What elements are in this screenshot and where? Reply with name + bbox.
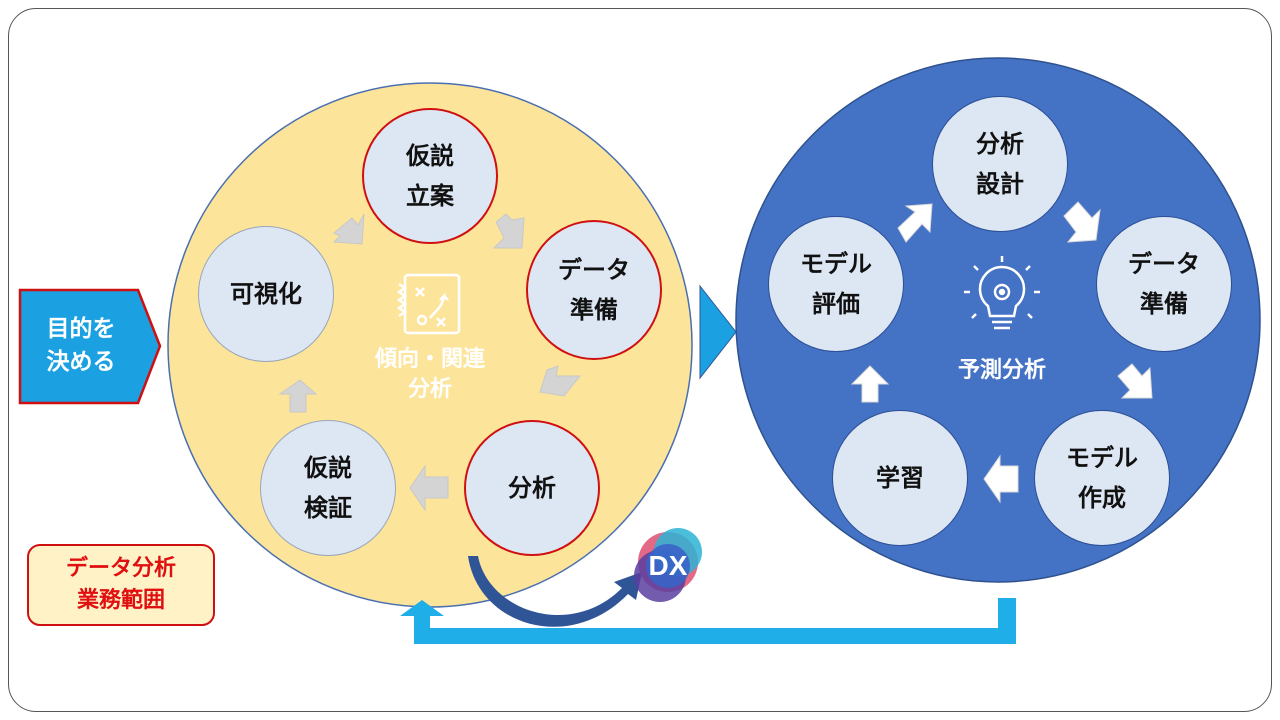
arrow-left-3: [539, 365, 582, 397]
scope-box-label: データ分析 業務範囲: [65, 556, 176, 613]
goal-box-label: 目的を 決める: [46, 316, 116, 375]
transition-arrow: [699, 284, 737, 380]
node-analysis: 分析: [464, 420, 600, 556]
analysis-board-icon: [396, 273, 461, 335]
arrow-left-1: [332, 213, 365, 245]
arrow-left-2: [492, 213, 525, 249]
left-center-label: 傾向・関連 分析: [374, 347, 485, 402]
dx-logo-icon: [634, 528, 702, 602]
node-analysis-design: 分析 設計: [932, 96, 1068, 232]
dx-curve-arrow: [468, 556, 642, 627]
dx-badge-text: DX: [649, 550, 688, 581]
node-data-prep-left: データ 準備: [526, 220, 662, 360]
arrow-right-4: [983, 454, 1019, 504]
node-hypothesis-verification: 仮説 検証: [260, 420, 396, 556]
scope-box-shape: [27, 544, 215, 626]
arrow-right-3: [1117, 363, 1153, 399]
goal-box-shape: [18, 288, 162, 405]
arrow-right-1: [897, 203, 933, 243]
lightbulb-gear-icon: [964, 256, 1040, 330]
arrow-right-5: [850, 365, 890, 403]
node-hypothesis-creation: 仮説 立案: [362, 108, 498, 244]
right-center-label: 予測分析: [957, 358, 1046, 383]
arrow-left-5: [278, 379, 318, 413]
slide-frame: [8, 8, 1272, 712]
node-learning: 学習: [832, 410, 968, 546]
feedback-arrow: [400, 598, 1016, 644]
node-visualization: 可視化: [198, 226, 334, 362]
node-data-prep-right: データ 準備: [1096, 216, 1232, 352]
arrow-right-2: [1063, 201, 1101, 243]
node-model-creation: モデル 作成: [1034, 410, 1170, 546]
arrow-left-4: [409, 464, 449, 512]
node-model-evaluation: モデル 評価: [768, 216, 904, 352]
